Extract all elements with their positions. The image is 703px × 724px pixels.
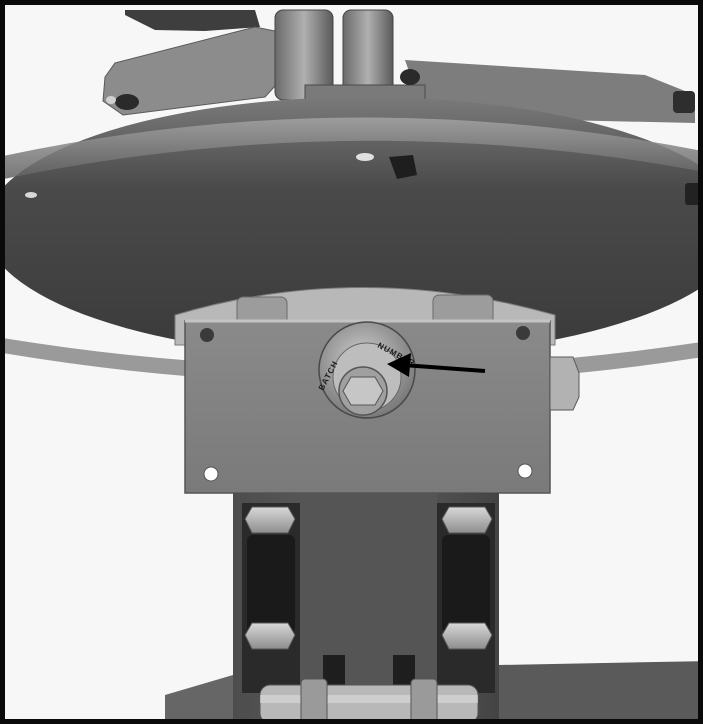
disc-clip [389,155,417,179]
top-dark-part [125,10,260,31]
side-nut [549,356,580,411]
left-spring-stack [242,503,300,693]
batch-number-knob [318,321,416,419]
bottom-axle [259,684,479,719]
disc-hole [356,153,374,161]
bracket-fastener-right [673,91,695,113]
right-top-nut [441,506,493,534]
axle-highlight [260,695,478,703]
plate-hole-bottom-left [203,466,219,482]
plate-hole-top-left [200,328,214,342]
knob-hex [342,376,384,406]
lower-left-base [165,675,233,719]
disc-edge-part [685,183,698,205]
upper-bracket [102,26,286,116]
plate-hole-bottom-right [517,463,533,479]
left-bottom-nut [244,622,296,650]
disc-hole-left [25,192,37,198]
large-disc [5,97,698,357]
disc-rim [5,117,698,179]
lower-right-base [499,661,698,719]
mechanical-assembly-illustration: BATCH NUMBER [5,9,698,719]
plate-hole-top-right [516,326,530,340]
bracket-fastener-left [106,94,139,110]
axle-collar-right [410,678,438,719]
bracket-fastener-center [400,69,420,85]
right-spring-stack [437,503,495,693]
pointer-arrow [387,353,486,377]
right-bottom-nut [441,622,493,650]
axle-collar-left [300,678,328,719]
left-top-nut [244,506,296,534]
